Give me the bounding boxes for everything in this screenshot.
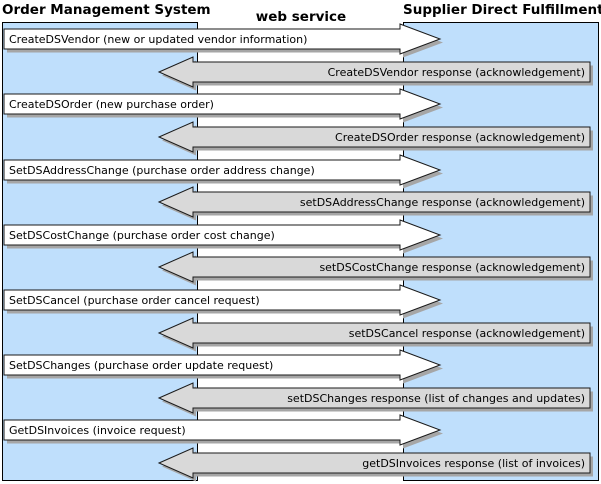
message-label: SetDSChanges (purchase order update requ… <box>9 359 273 372</box>
request-arrow-icon: CreateDSVendor (new or updated vendor in… <box>3 23 443 58</box>
arrow-body <box>157 121 591 153</box>
arrow-body <box>3 23 442 55</box>
arrow-body <box>157 382 591 414</box>
request-arrow-icon: SetDSChanges (purchase order update requ… <box>3 349 443 384</box>
message-label: CreateDSOrder (new purchase order) <box>9 98 214 111</box>
message-label: setDSCostChange response (acknowledgemen… <box>319 261 585 274</box>
arrow-body <box>3 284 442 316</box>
response-arrow-icon: setDSAddressChange response (acknowledge… <box>157 186 593 221</box>
message-row: setDSCostChange response (acknowledgemen… <box>0 251 601 287</box>
message-label: setDSAddressChange response (acknowledge… <box>300 196 585 209</box>
message-row: setDSAddressChange response (acknowledge… <box>0 186 601 222</box>
arrow-body <box>3 154 442 186</box>
message-label: setDSCancel response (acknowledgement) <box>349 327 585 340</box>
message-row: SetDSCostChange (purchase order cost cha… <box>0 219 601 255</box>
message-row: setDSCancel response (acknowledgement) <box>0 317 601 353</box>
message-label: CreateDSVendor (new or updated vendor in… <box>9 33 307 46</box>
response-arrow-icon: setDSChanges response (list of changes a… <box>157 382 593 417</box>
message-row: CreateDSOrder response (acknowledgement) <box>0 121 601 157</box>
arrow-body <box>157 56 591 88</box>
arrow-body <box>157 251 591 283</box>
response-arrow-icon: setDSCancel response (acknowledgement) <box>157 317 593 352</box>
message-label: CreateDSOrder response (acknowledgement) <box>335 131 585 144</box>
message-row: CreateDSOrder (new purchase order) <box>0 88 601 124</box>
message-row: getDSInvoices response (list of invoices… <box>0 447 601 483</box>
request-arrow-icon: GetDSInvoices (invoice request) <box>3 414 443 449</box>
message-label: SetDSCostChange (purchase order cost cha… <box>9 229 275 242</box>
message-row: GetDSInvoices (invoice request) <box>0 414 601 450</box>
right-column-title: Supplier Direct Fulfillment <box>403 2 601 18</box>
arrow-body <box>3 349 442 381</box>
arrow-body <box>157 186 591 218</box>
response-arrow-icon: setDSCostChange response (acknowledgemen… <box>157 251 593 286</box>
request-arrow-icon: SetDSCancel (purchase order cancel reque… <box>3 284 443 319</box>
message-label: SetDSAddressChange (purchase order addre… <box>9 164 315 177</box>
request-arrow-icon: SetDSAddressChange (purchase order addre… <box>3 154 443 189</box>
message-label: GetDSInvoices (invoice request) <box>9 424 186 437</box>
message-row: SetDSAddressChange (purchase order addre… <box>0 154 601 190</box>
arrow-body <box>3 414 442 446</box>
message-row: CreateDSVendor response (acknowledgement… <box>0 56 601 92</box>
message-label: setDSChanges response (list of changes a… <box>287 392 585 405</box>
message-label: CreateDSVendor response (acknowledgement… <box>328 66 585 79</box>
response-arrow-icon: getDSInvoices response (list of invoices… <box>157 447 593 482</box>
message-label: SetDSCancel (purchase order cancel reque… <box>9 294 260 307</box>
response-arrow-icon: CreateDSOrder response (acknowledgement) <box>157 121 593 156</box>
message-row: SetDSCancel (purchase order cancel reque… <box>0 284 601 320</box>
message-row: setDSChanges response (list of changes a… <box>0 382 601 418</box>
arrow-body <box>157 447 591 479</box>
left-column-title: Order Management System <box>2 2 211 18</box>
request-arrow-icon: CreateDSOrder (new purchase order) <box>3 88 443 123</box>
arrow-body <box>157 317 591 349</box>
arrow-body <box>3 219 442 251</box>
arrow-body <box>3 88 442 120</box>
message-label: getDSInvoices response (list of invoices… <box>362 457 585 470</box>
message-row: SetDSChanges (purchase order update requ… <box>0 349 601 385</box>
response-arrow-icon: CreateDSVendor response (acknowledgement… <box>157 56 593 91</box>
request-arrow-icon: SetDSCostChange (purchase order cost cha… <box>3 219 443 254</box>
web-service-title: web service <box>255 9 347 25</box>
message-row: CreateDSVendor (new or updated vendor in… <box>0 23 601 59</box>
